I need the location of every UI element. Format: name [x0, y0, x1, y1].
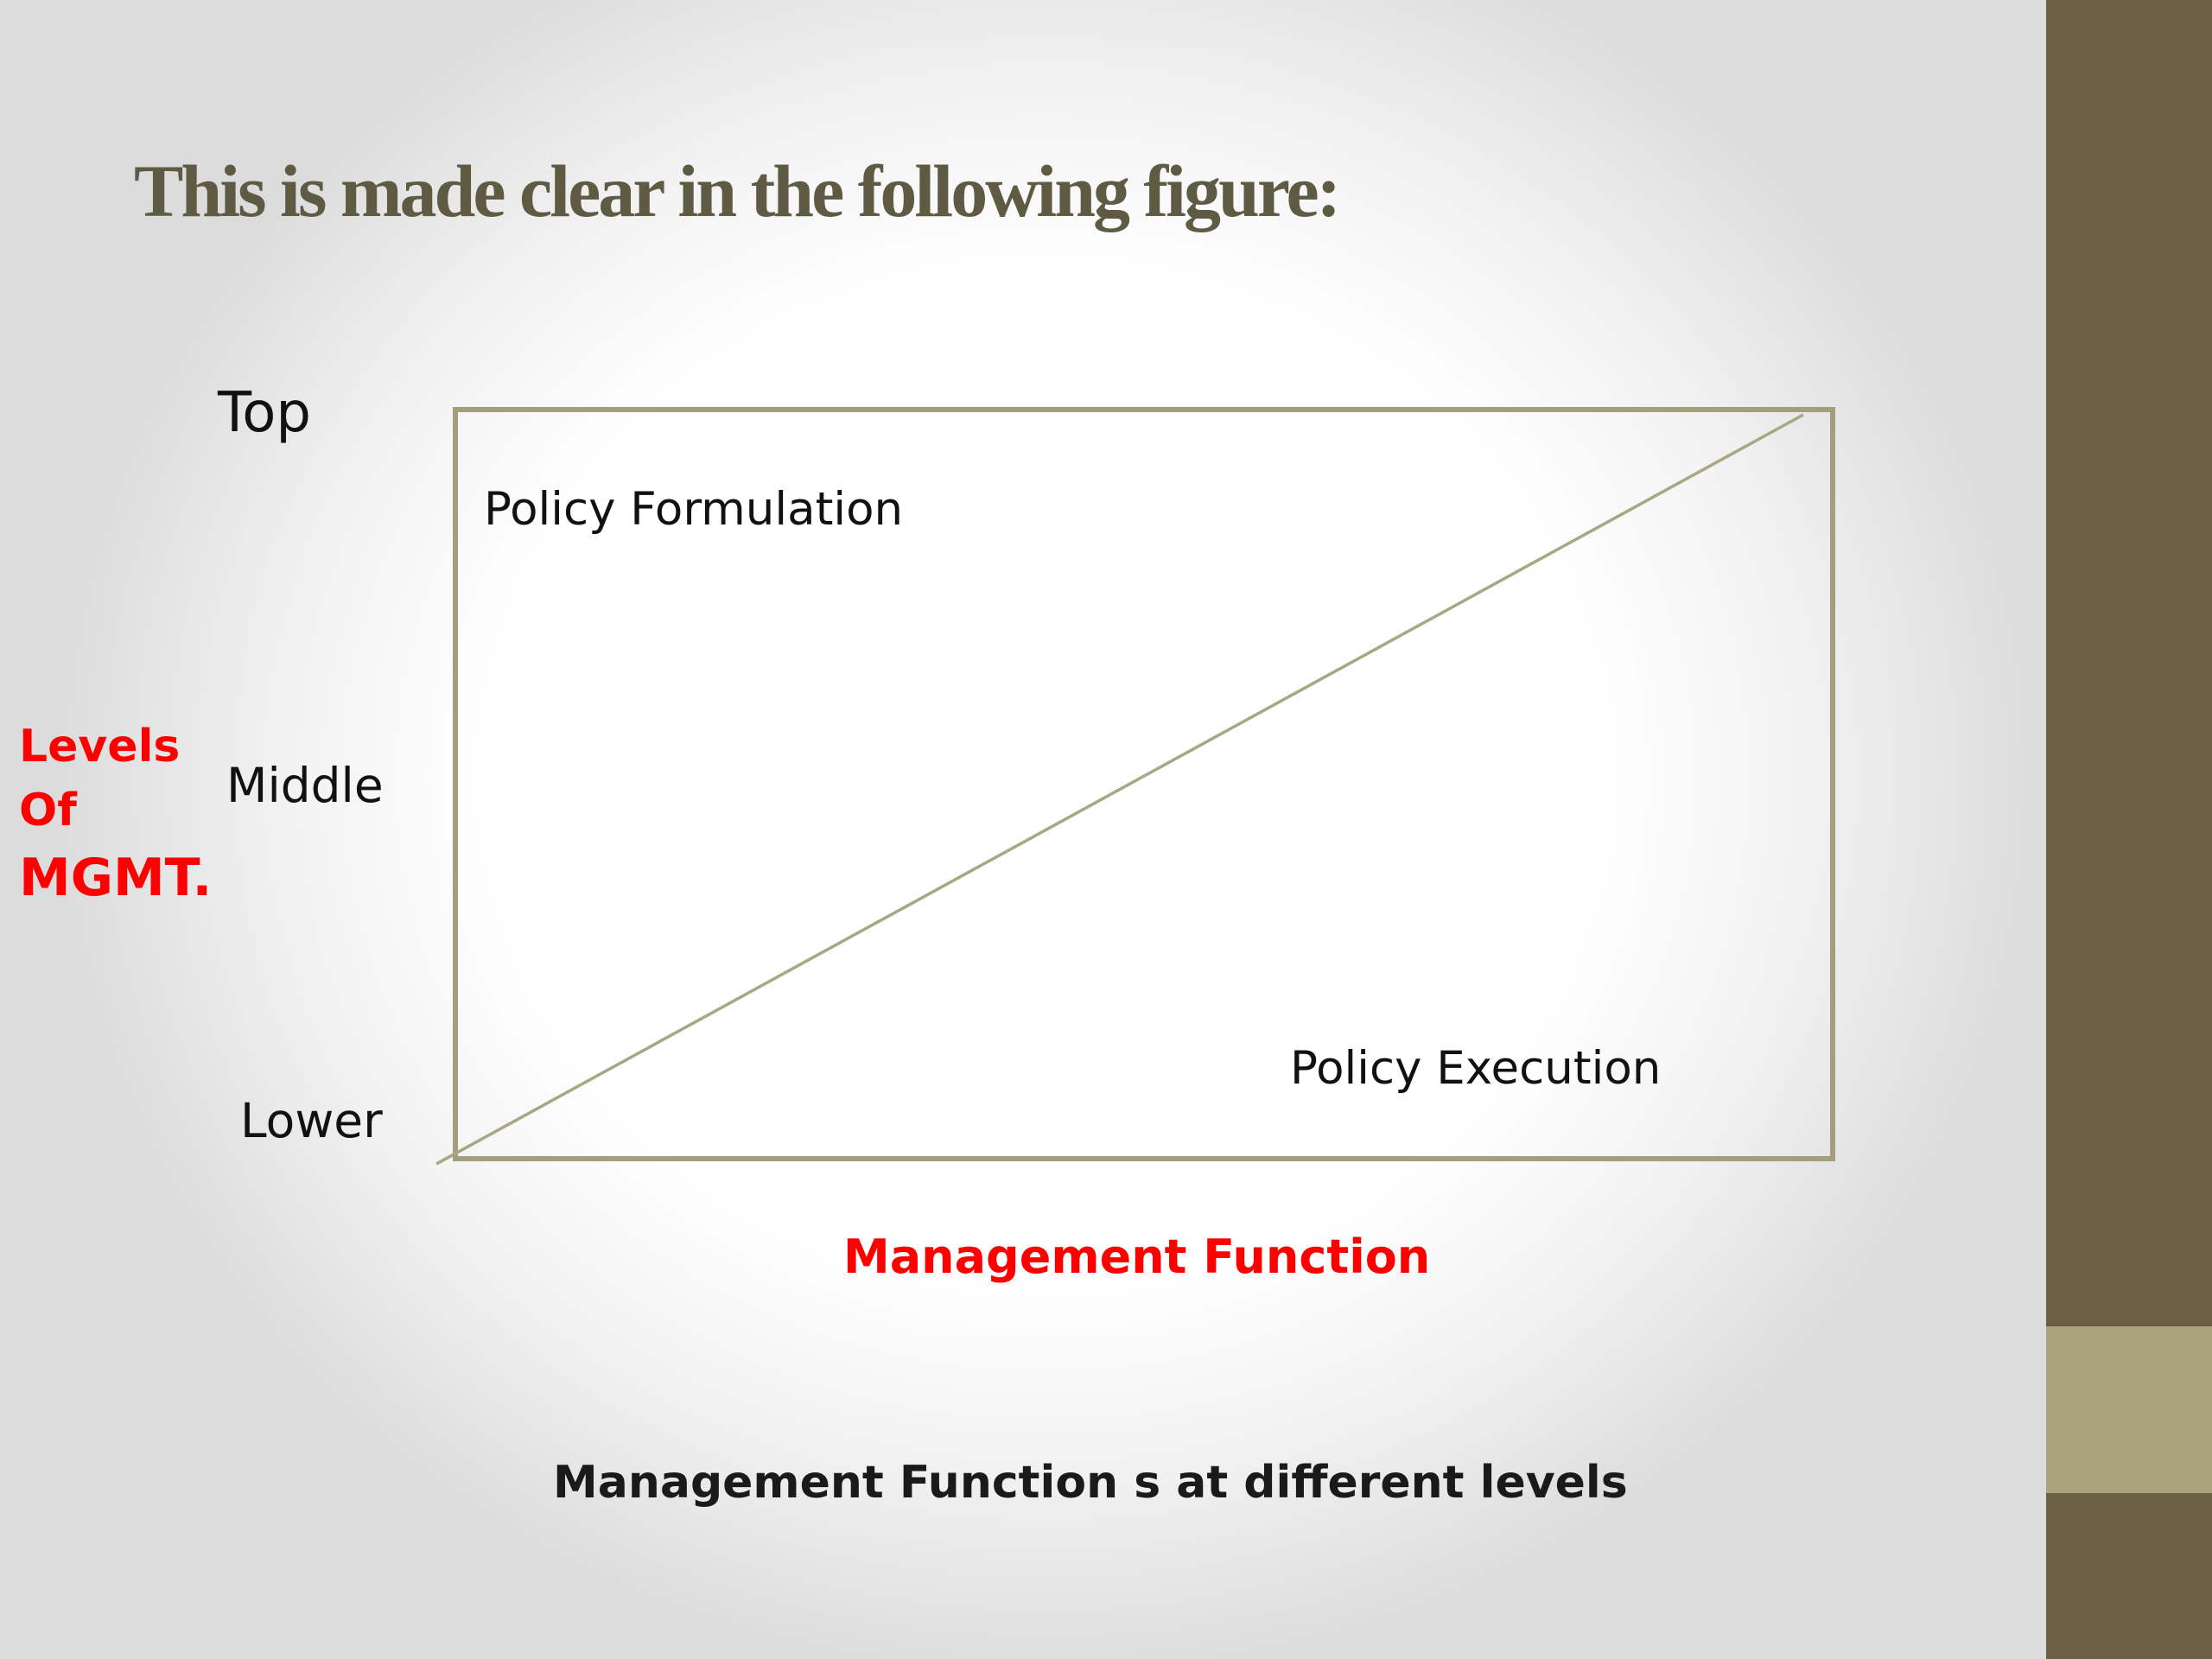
policy-formulation-label: Policy Formulation [484, 483, 904, 536]
diagonal-divider [435, 413, 1804, 1166]
decorative-sidebar [2046, 0, 2212, 1659]
level-top-label: Top [218, 381, 311, 445]
level-lower-label: Lower [240, 1093, 383, 1148]
level-middle-label: Middle [226, 758, 384, 813]
y-axis-label-line: Of [19, 785, 77, 836]
sidebar-band-light [2046, 1326, 2212, 1493]
diagram-frame [453, 407, 1835, 1161]
sidebar-band-dark [2046, 1493, 2212, 1659]
y-axis-label-line: Levels [19, 721, 181, 772]
policy-execution-label: Policy Execution [1290, 1042, 1662, 1095]
levels-diagram [435, 407, 1835, 1166]
slide-title: This is made clear in the following figu… [134, 149, 1341, 232]
sidebar-band-dark [2046, 0, 2212, 1326]
y-axis-label-line: MGMT. [19, 848, 213, 908]
x-axis-label: Management Function [843, 1230, 1431, 1284]
slide: This is made clear in the following figu… [0, 0, 2046, 1659]
figure-caption: Management Function s at different level… [553, 1457, 1628, 1509]
y-axis-label: Levels Of MGMT. [19, 724, 212, 904]
